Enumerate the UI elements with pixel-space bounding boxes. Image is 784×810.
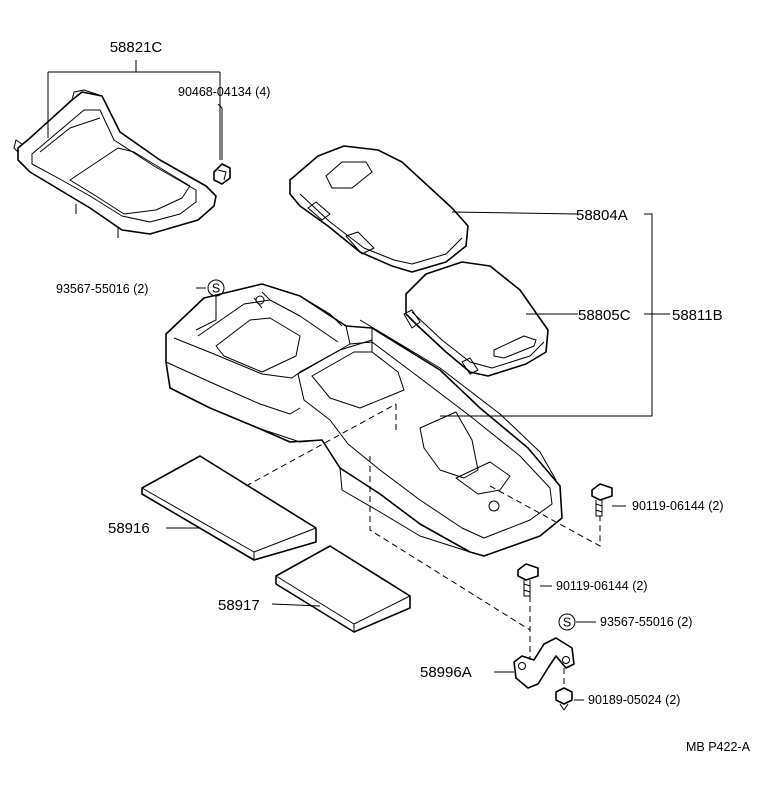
- console-lid-58804a: [289, 145, 469, 273]
- console-body: [165, 283, 563, 557]
- clip-90468: [213, 163, 231, 185]
- shift-bezel-58821c: [13, 89, 217, 238]
- label-90119-06144-lower: 90119-06144 (2): [556, 579, 648, 593]
- label-58805c: 58805C: [578, 307, 631, 324]
- label-58996a: 58996A: [420, 664, 472, 681]
- screw-90119-lower: [517, 563, 539, 597]
- label-93567-55016-top: 93567-55016 (2): [56, 282, 148, 296]
- clip-90189: [555, 687, 573, 711]
- label-58821c: 58821C: [110, 39, 163, 56]
- s-symbol-text: S: [212, 282, 220, 296]
- leader-lines: [47, 60, 670, 701]
- inner-lid-58805c: [403, 261, 549, 377]
- label-90119-06144-right: 90119-06144 (2): [632, 499, 724, 513]
- label-58804a: 58804A: [576, 207, 628, 224]
- screw-90119-right: [591, 483, 613, 517]
- label-58917: 58917: [218, 597, 260, 614]
- label-90189-05024: 90189-05024 (2): [588, 693, 680, 707]
- sheet-code: MB P422-A: [686, 740, 751, 754]
- label-58916: 58916: [108, 520, 150, 537]
- mat-58916: [141, 455, 317, 561]
- s-symbol-text: S: [563, 616, 571, 630]
- assembly-dashed-lines: [245, 403, 601, 688]
- label-90468-04134: 90468-04134 (4): [178, 85, 270, 99]
- s-symbol-top: S: [207, 279, 225, 297]
- s-symbol-bottom: S: [558, 613, 576, 631]
- label-58811b: 58811B: [672, 307, 723, 324]
- mat-58917: [275, 545, 411, 633]
- bracket-58996a: [513, 637, 575, 689]
- label-93567-55016-bottom: 93567-55016 (2): [600, 615, 692, 629]
